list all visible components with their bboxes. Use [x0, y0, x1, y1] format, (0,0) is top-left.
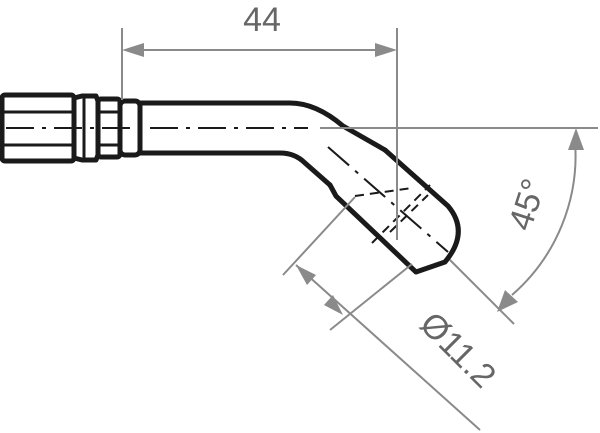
- length-dimension-label: 44: [243, 1, 281, 39]
- bent-tube: [137, 100, 461, 275]
- angle-dimension: [320, 127, 598, 325]
- bore-hidden-lines: [354, 184, 431, 244]
- hex-nut-edges: [4, 110, 72, 147]
- angle-dimension-label: 45°: [502, 174, 554, 235]
- ferrule-edges: [82, 97, 120, 159]
- centerline: [6, 127, 449, 253]
- length-dimension: [121, 28, 398, 240]
- diameter-dimension: [282, 196, 481, 431]
